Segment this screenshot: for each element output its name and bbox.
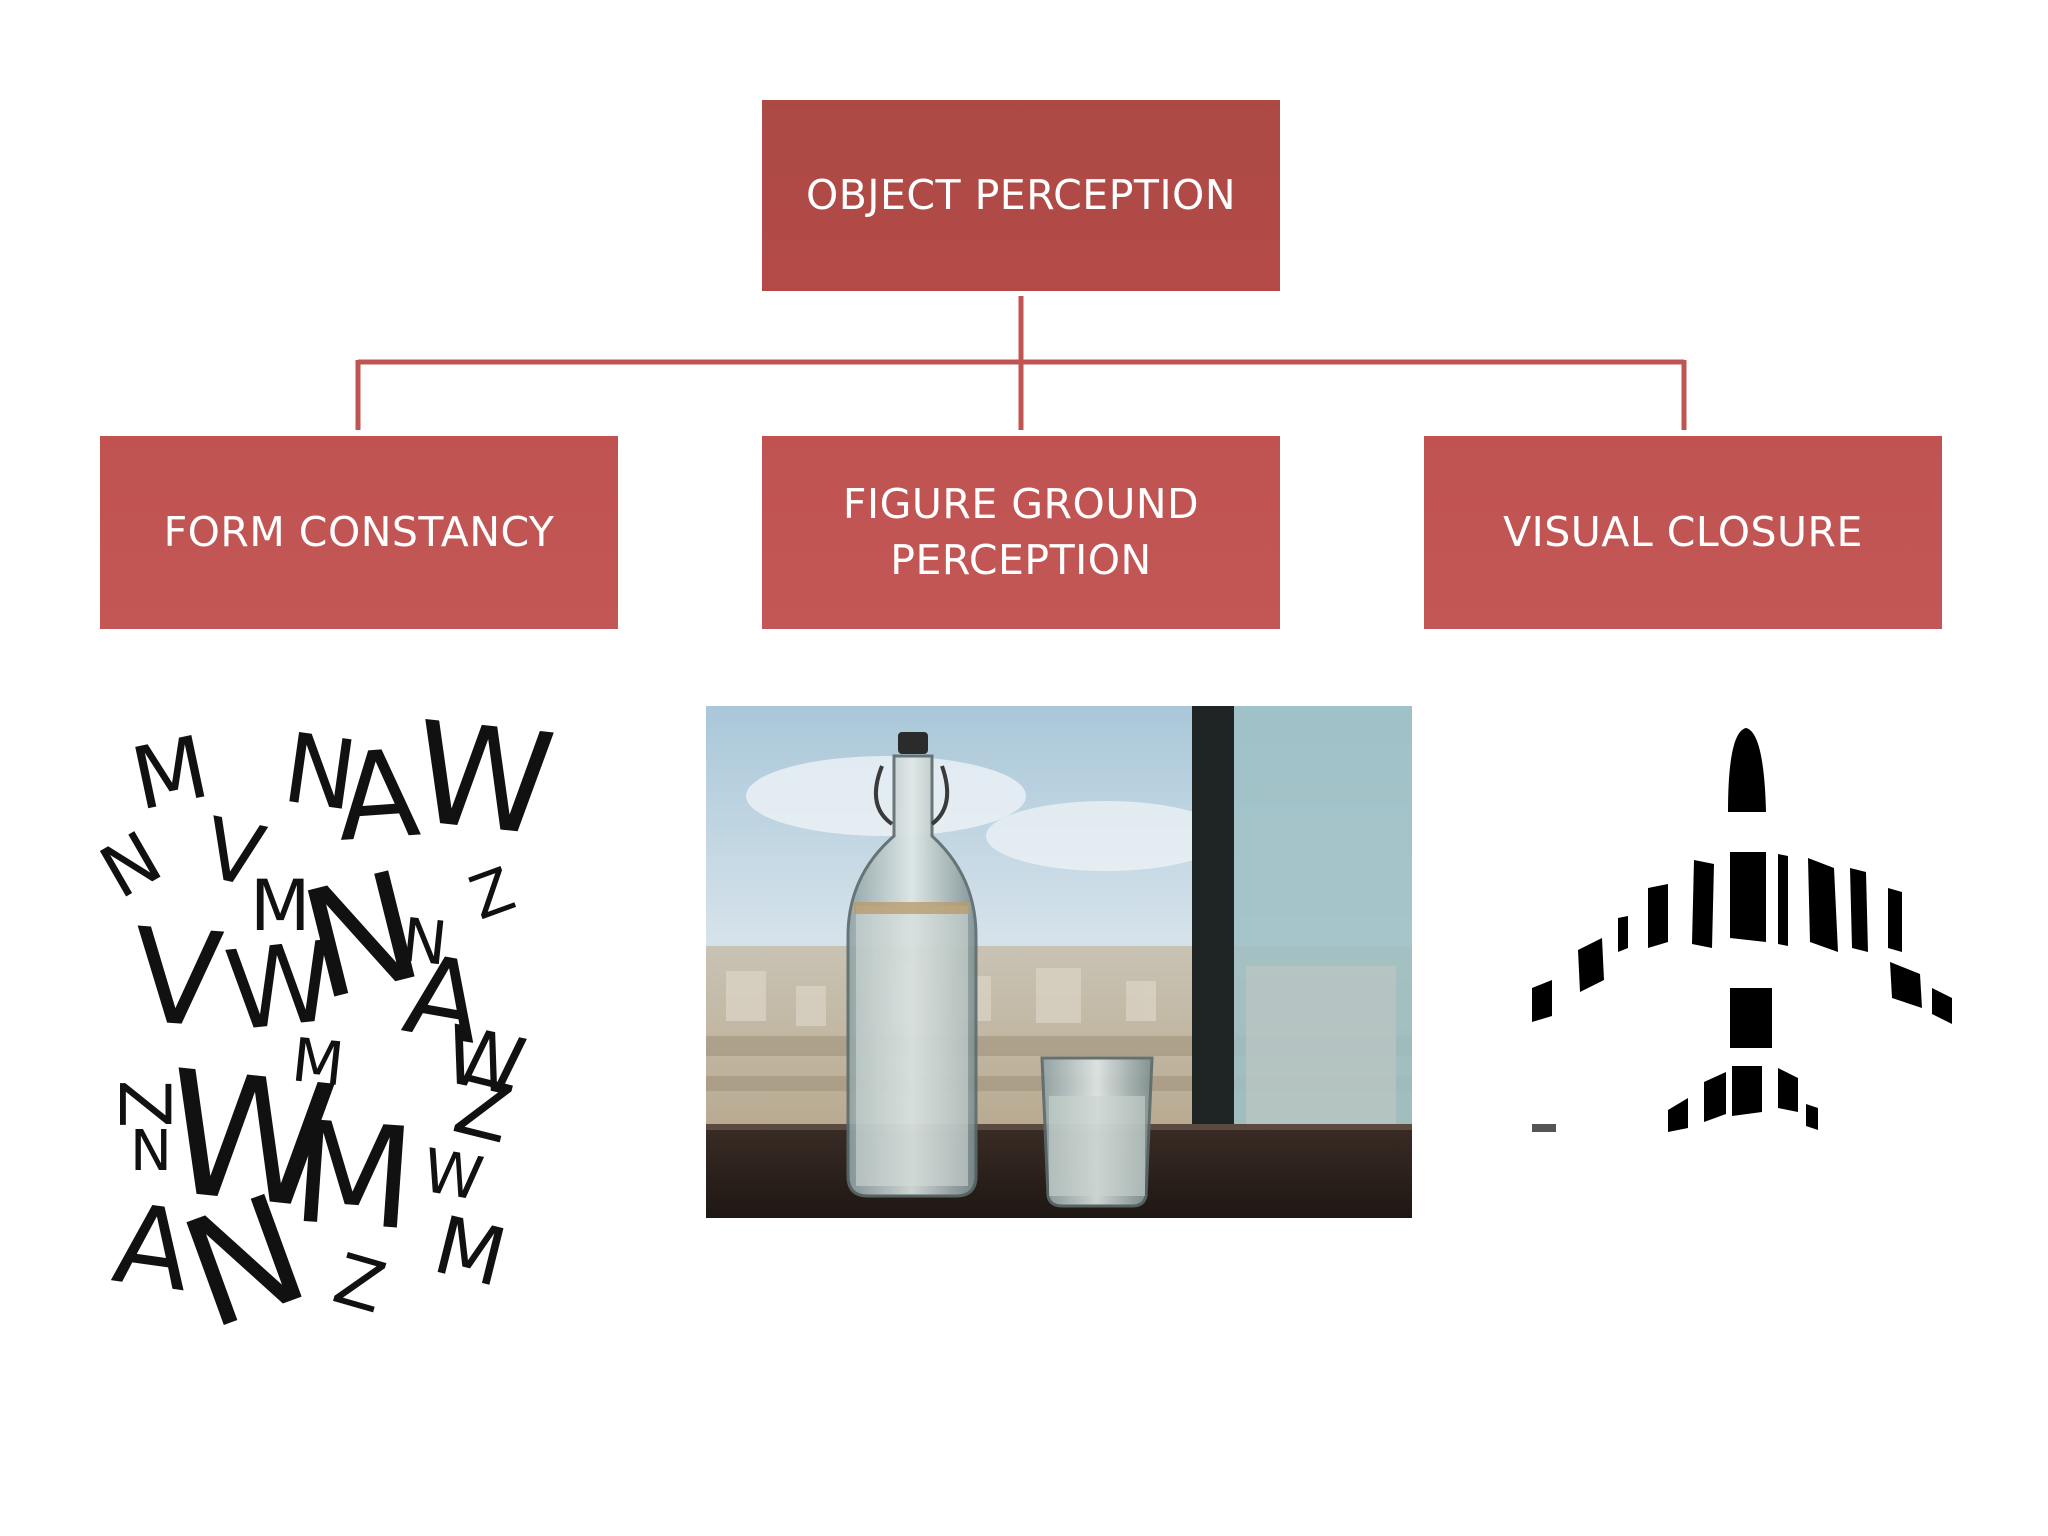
scattered-letter: A	[106, 1179, 198, 1316]
scattered-letter: M	[288, 1025, 347, 1100]
child-node-visual-closure: VISUAL CLOSURE	[1424, 436, 1942, 629]
child-node-label: VISUAL CLOSURE	[1503, 507, 1863, 556]
visual-closure-airplane-image	[1532, 728, 1952, 1132]
scattered-letter: Z	[461, 854, 524, 934]
root-node-label: OBJECT PERCEPTION	[805, 170, 1236, 219]
scattered-letter: N	[277, 712, 364, 833]
plane-fuselage	[1730, 988, 1772, 1048]
scattered-letter: M	[250, 865, 310, 947]
scattered-letter: W	[436, 1008, 533, 1115]
child-node-form-constancy: FORM CONSTANCY	[100, 436, 618, 629]
child-node-figure-ground-perception: FIGURE GROUND PERCEPTION	[762, 436, 1280, 629]
child-node-label-line-1: FIGURE GROUND	[842, 479, 1200, 528]
root-node-object-perception: OBJECT PERCEPTION	[762, 100, 1280, 291]
scattered-letter: Z	[103, 1080, 185, 1128]
scattered-letter: W	[417, 1136, 488, 1215]
figure-ground-bottle-photo	[706, 706, 1412, 1218]
scattered-letter: M	[288, 1091, 420, 1262]
child-node-label: FORM CONSTANCY	[163, 507, 555, 556]
scattered-letter: M	[425, 1198, 514, 1305]
scattered-letter: M	[124, 717, 217, 830]
plane-nose	[1728, 728, 1766, 812]
scattered-letter: A	[332, 725, 424, 869]
scattered-letter: W	[406, 700, 561, 868]
scattered-letter: V	[128, 899, 227, 1057]
scattered-letter: N	[130, 1119, 172, 1184]
scattered-letter: W	[156, 1034, 344, 1248]
scattered-letter: N	[398, 905, 450, 979]
scattered-letter: W	[219, 917, 341, 1056]
child-node-label-line-2: PERCEPTION	[890, 535, 1152, 584]
